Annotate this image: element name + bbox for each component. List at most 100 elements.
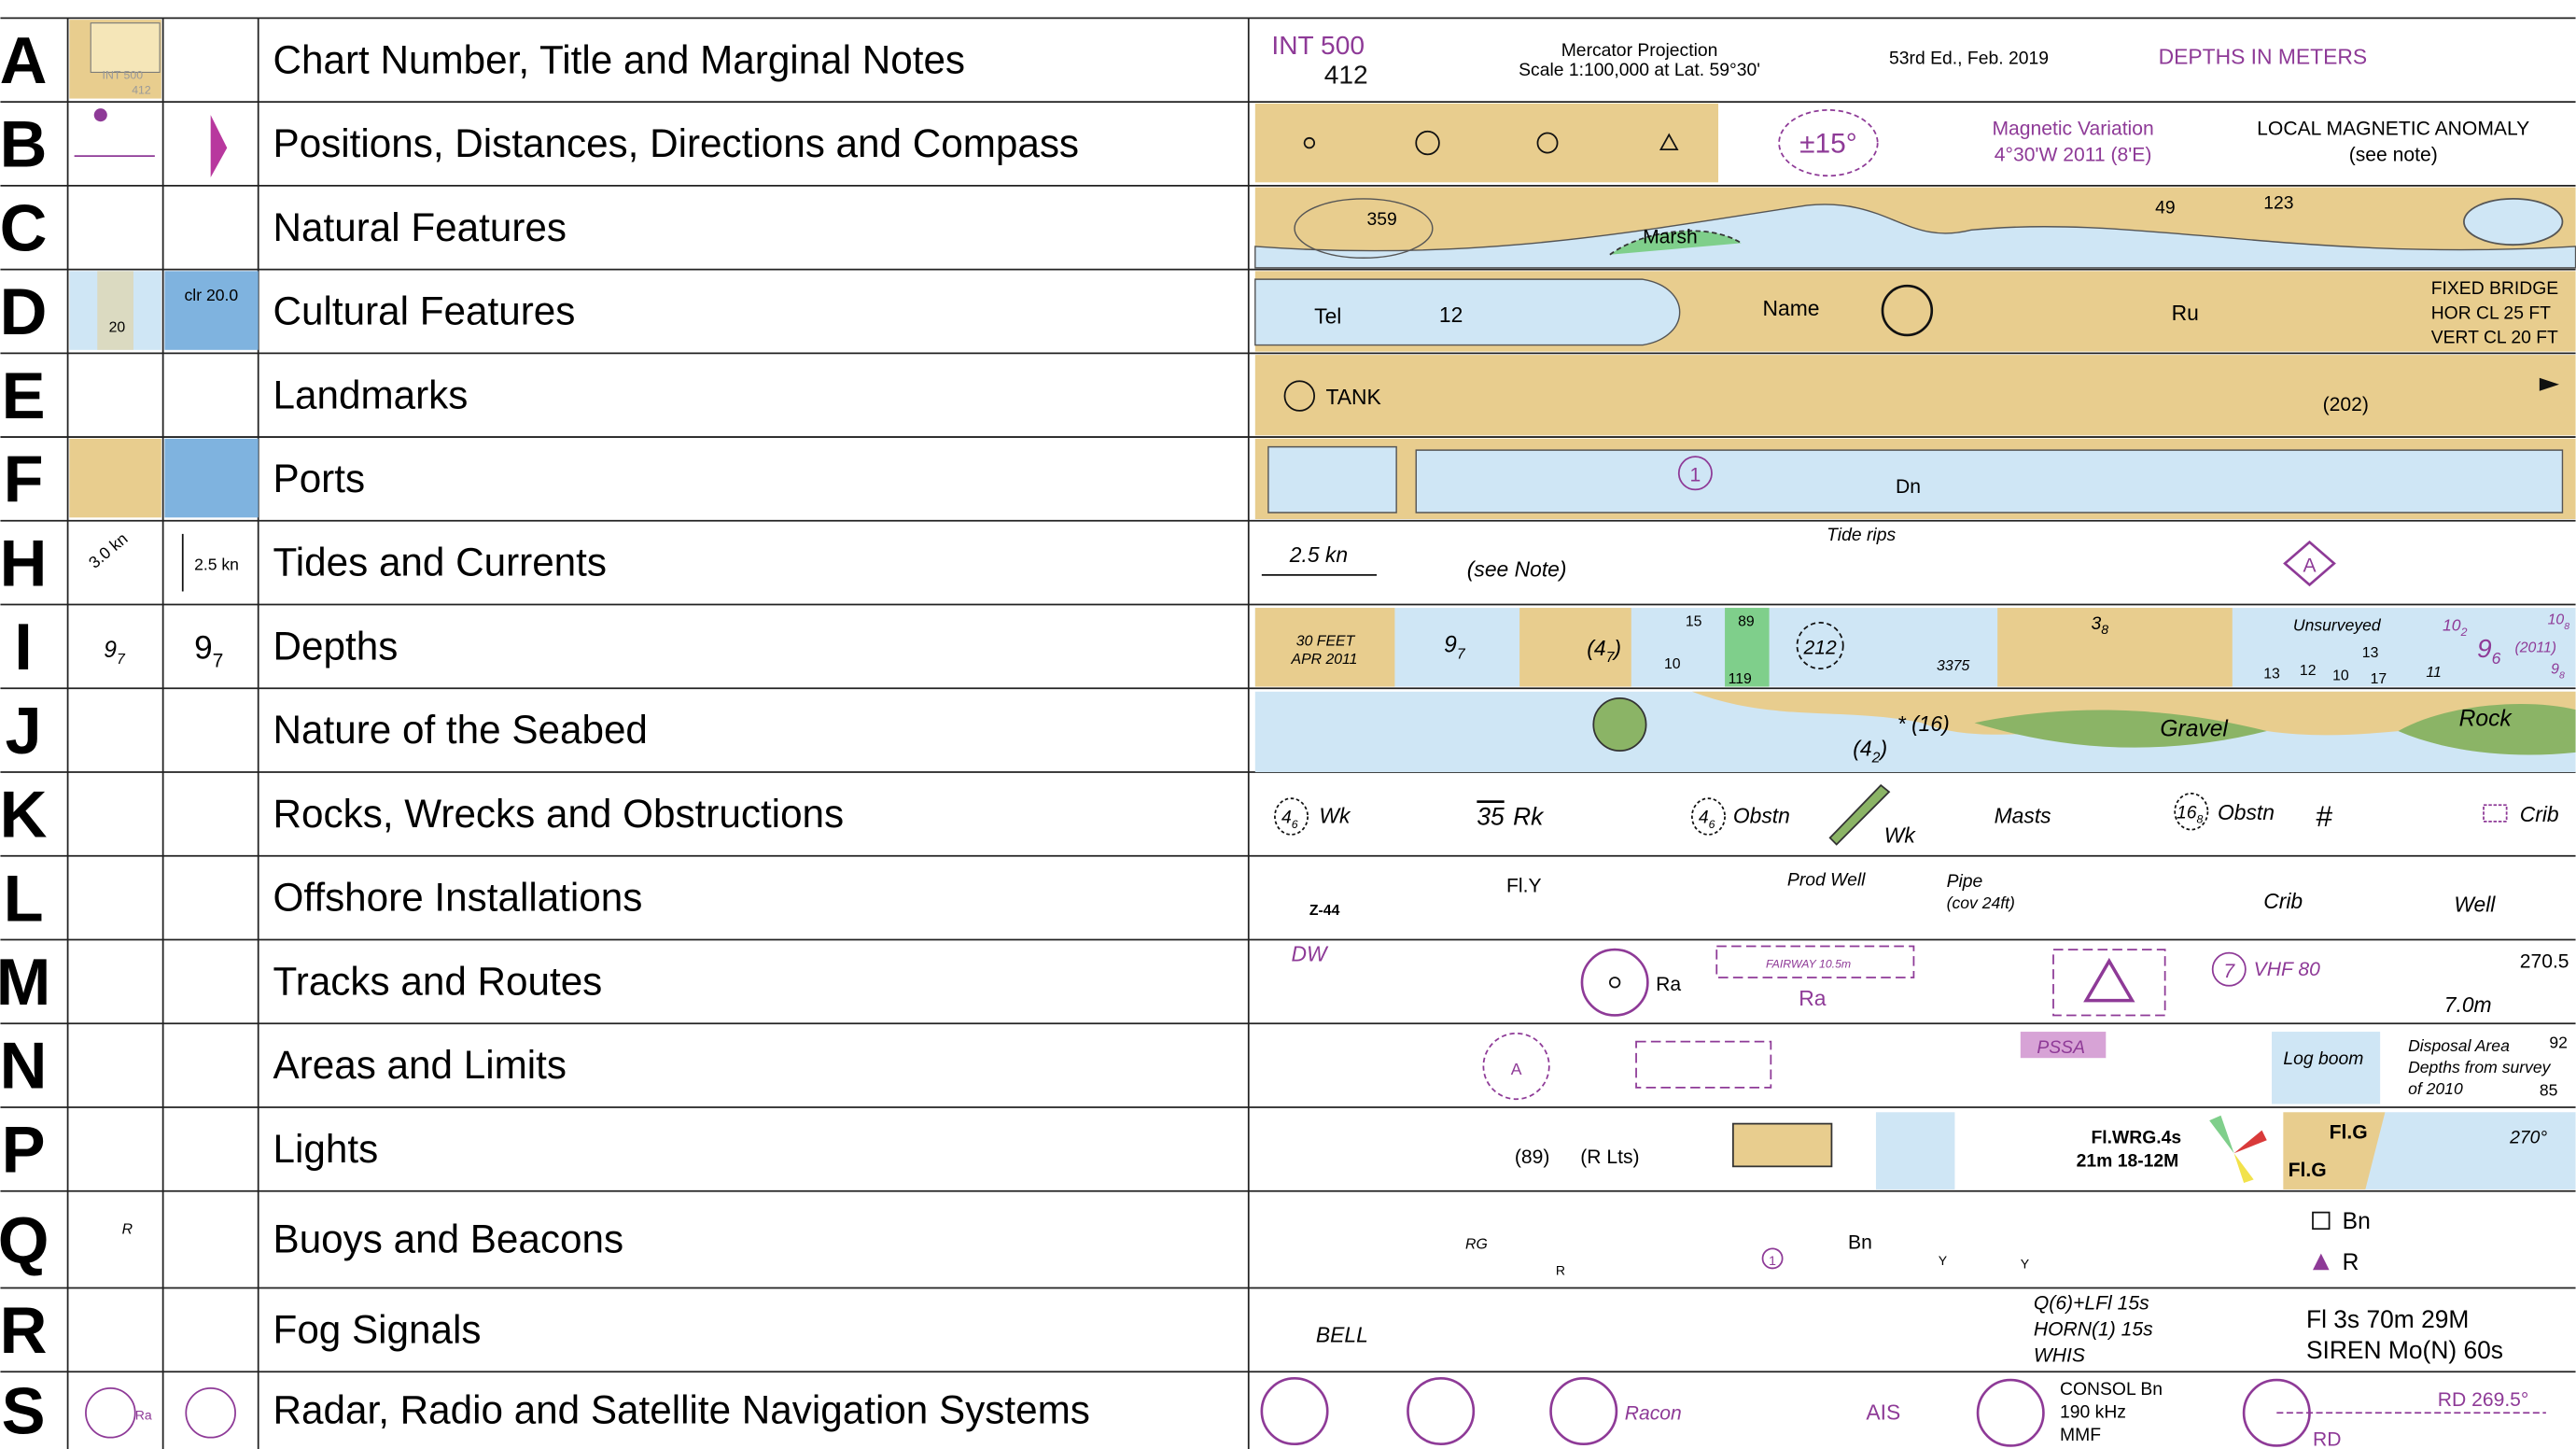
d12: 12 bbox=[2300, 663, 2317, 679]
s-khz: 190 kHz bbox=[2060, 1402, 2126, 1423]
row-title: Fog Signals bbox=[273, 1308, 482, 1352]
m-ra: Ra bbox=[1656, 974, 1681, 995]
i-thumb-depth: 97 bbox=[104, 638, 126, 668]
sector-yellow bbox=[2233, 1153, 2254, 1183]
row-f-content: 1 Dn bbox=[69, 438, 2576, 520]
gravel-label: Gravel bbox=[2160, 716, 2229, 741]
airport-icon bbox=[1881, 284, 1934, 337]
row-r-content: BELL Q(6)+LFl 15s HORN(1) 15s WHIS Fl 3s… bbox=[1316, 1292, 2503, 1366]
row-title: Buoys and Beacons bbox=[273, 1217, 624, 1261]
square-beacon-icon bbox=[2312, 1211, 2331, 1231]
k-d4-6: 46 bbox=[1281, 808, 1298, 831]
row-title: Tracks and Routes bbox=[273, 959, 603, 1003]
r-q6: Q(6)+LFl 15s bbox=[2034, 1292, 2149, 1314]
d15: 15 bbox=[1686, 613, 1702, 629]
d89: 89 bbox=[1738, 613, 1755, 629]
d9-6: 96 bbox=[2477, 634, 2501, 668]
position-circle-icon bbox=[1415, 130, 1440, 156]
sector-green bbox=[2209, 1115, 2234, 1154]
marsh-area bbox=[1609, 230, 1743, 256]
q-bn: Bn bbox=[1848, 1231, 1872, 1253]
row-i-content: 97 97 30 FEET APR 2011 97 (47) 15 89 10 … bbox=[104, 608, 2576, 687]
row-a-thumb-no: 412 bbox=[132, 83, 151, 96]
i-land2 bbox=[1519, 608, 1631, 687]
row-e-land bbox=[1254, 355, 2576, 436]
p-flg1: Fl.G bbox=[2330, 1121, 2368, 1143]
i-green bbox=[1725, 608, 1770, 687]
d3375: 3375 bbox=[1937, 658, 1969, 674]
p-r-lts: (R Lts) bbox=[1580, 1147, 1639, 1168]
row-b-land bbox=[1254, 103, 1719, 183]
n-log-boom: Log boom bbox=[2283, 1048, 2363, 1069]
p-d89: (89) bbox=[1515, 1147, 1550, 1168]
s-thumb-radar bbox=[85, 1387, 136, 1439]
anomaly-title: LOCAL MAGNETIC ANOMALY bbox=[2257, 118, 2529, 139]
d17: 17 bbox=[2371, 671, 2387, 687]
variation-circle bbox=[1778, 109, 1879, 177]
j-d16: * (16) bbox=[1897, 711, 1950, 736]
d13b: 13 bbox=[2263, 667, 2280, 682]
row-title: Chart Number, Title and Marginal Notes bbox=[273, 37, 966, 81]
row-letter: Q bbox=[0, 1203, 49, 1276]
row-letter: N bbox=[0, 1029, 47, 1103]
rock-area bbox=[2398, 703, 2576, 755]
compass-needle-icon bbox=[210, 115, 228, 178]
k-masts: Masts bbox=[1995, 804, 2051, 828]
r-siren: SIREN Mo(N) 60s bbox=[2306, 1336, 2503, 1364]
row-p-content: (89) (R Lts) Fl.WRG.4s 21m 18-12M Fl.G F… bbox=[1515, 1112, 2576, 1189]
d119: 119 bbox=[1729, 671, 1752, 687]
contour-icon bbox=[1294, 198, 1434, 259]
see-note: (see Note) bbox=[1467, 557, 1567, 582]
l-z44: Z-44 bbox=[1309, 903, 1340, 919]
p-fl-wrg2: 21m 18-12M bbox=[2077, 1150, 2179, 1171]
s-ais: AIS bbox=[1866, 1400, 1900, 1424]
row-a-thumb-int: INT 500 bbox=[103, 68, 144, 81]
position-dot-icon bbox=[1303, 136, 1316, 149]
p-pier bbox=[1731, 1122, 1833, 1168]
anchorage-circle bbox=[1482, 1032, 1550, 1101]
n-d92: 92 bbox=[2549, 1034, 2568, 1052]
k-crib: Crib bbox=[2520, 802, 2559, 826]
caution-icon bbox=[2083, 957, 2135, 1003]
row-q-content: R RG Bn 1 Bn R R Y Y bbox=[122, 1209, 2371, 1277]
pssa-box bbox=[2020, 1032, 2107, 1059]
row-letter: L bbox=[4, 861, 44, 935]
row-m-content: DW Ra FAIRWAY 10.5m Ra 7 VHF 80 270.5 7.… bbox=[1292, 941, 2569, 1017]
chart-number: 412 bbox=[1324, 61, 1368, 90]
k-circle1 bbox=[1274, 797, 1309, 836]
row-title: Lights bbox=[273, 1127, 379, 1171]
bridge-line2: HOR CL 25 FT bbox=[2431, 302, 2551, 323]
name-label: Name bbox=[1763, 296, 1820, 320]
k-obstn2: Obstn bbox=[2218, 800, 2275, 824]
bridge-thumb-depth: 20 bbox=[109, 319, 126, 335]
triangle-beacon-icon bbox=[2313, 1253, 2330, 1271]
depth-box2: APR 2011 bbox=[1291, 652, 1358, 668]
depth-4-7: (47) bbox=[1587, 636, 1621, 666]
row-letter: F bbox=[4, 443, 44, 516]
k-d35: 35 bbox=[1477, 802, 1505, 830]
tidal-diamond-icon bbox=[2283, 540, 2336, 587]
k-obstn: Obstn bbox=[1733, 804, 1790, 828]
sector-red bbox=[2233, 1130, 2267, 1154]
d9-8: 98 bbox=[2551, 661, 2565, 681]
d10b: 10 bbox=[2332, 668, 2349, 683]
l-pipe-cov: (cov 24ft) bbox=[1947, 893, 2015, 912]
l-fly: Fl.Y bbox=[1506, 875, 1542, 896]
radar-center-icon bbox=[1609, 977, 1621, 989]
s-circle3 bbox=[1549, 1377, 1618, 1446]
current-rate: 2.5 kn bbox=[1289, 542, 1348, 567]
projection: Mercator Projection bbox=[1561, 40, 1718, 61]
int-label: INT 500 bbox=[1271, 31, 1365, 60]
k-d16-8: 168 bbox=[2177, 802, 2204, 825]
s-rd: RD 269.5° bbox=[2438, 1389, 2529, 1411]
p-land bbox=[2283, 1112, 2386, 1189]
d212-circle bbox=[1796, 622, 1844, 670]
d2011: (2011) bbox=[2514, 640, 2556, 656]
